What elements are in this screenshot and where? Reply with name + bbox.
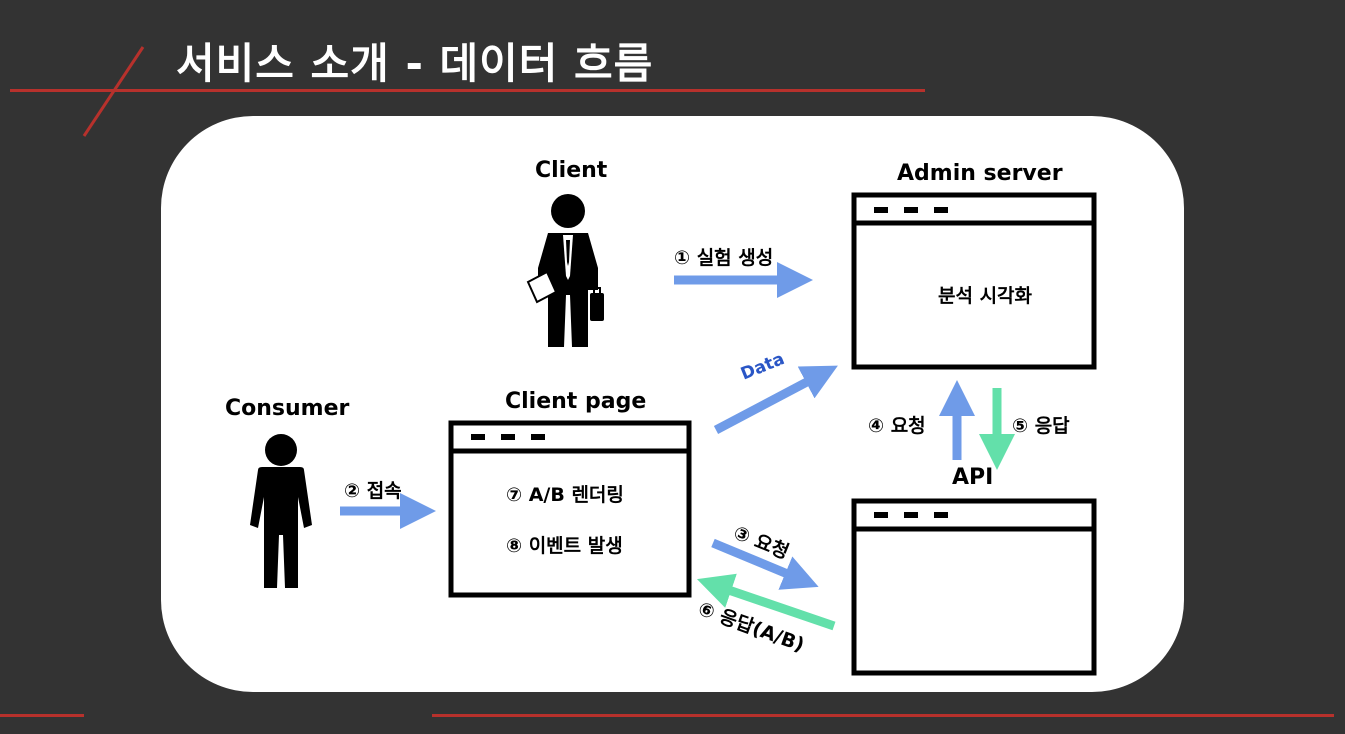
window-dot <box>501 434 515 440</box>
bottom-line-left <box>0 714 84 717</box>
step1-label: ① 실험 생성 <box>674 247 774 269</box>
header-underline <box>10 89 925 92</box>
admin-server-content: 분석 시각화 <box>938 285 1033 307</box>
api-window <box>851 498 1097 676</box>
window-dot <box>904 207 918 213</box>
window-dot <box>531 434 545 440</box>
window-dot <box>874 512 888 518</box>
step2-label: ② 접속 <box>344 480 402 502</box>
client-label: Client <box>535 158 608 183</box>
window-dot <box>874 207 888 213</box>
arrow-data <box>713 365 838 434</box>
client-page-line1: ⑦ A/B 렌더링 <box>506 484 624 506</box>
arrow-step3 <box>711 538 819 590</box>
window-dot <box>934 512 948 518</box>
window-dot <box>934 207 948 213</box>
api-label: API <box>952 465 994 490</box>
consumer-person-icon <box>250 434 312 588</box>
client-page-label: Client page <box>505 389 647 414</box>
client-page-line2: ⑧ 이벤트 발생 <box>506 535 623 557</box>
admin-server-label: Admin server <box>897 161 1063 186</box>
step5-label: ⑤ 응답 <box>1012 415 1070 437</box>
page-title: 서비스 소개 - 데이터 흐름 <box>176 39 654 88</box>
admin-server-window <box>851 192 1097 370</box>
bottom-line-right <box>432 714 1334 717</box>
step4-label: ④ 요청 <box>868 415 926 437</box>
client-person-icon <box>526 194 604 347</box>
client-page-window <box>448 420 692 598</box>
consumer-label: Consumer <box>225 396 350 421</box>
window-dot <box>471 434 485 440</box>
arrow-step6 <box>696 573 836 631</box>
window-dot <box>904 512 918 518</box>
